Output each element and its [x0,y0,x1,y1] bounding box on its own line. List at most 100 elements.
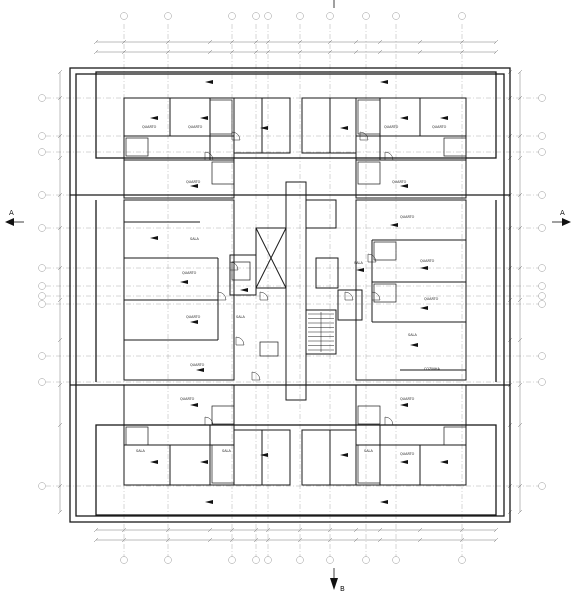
dimension-tick [253,527,259,533]
grid-bubble [362,12,370,20]
room-label-q3: QUARTO [432,125,447,129]
arrow-marker [420,306,428,310]
dimension-tick [229,537,235,543]
arrow-marker [240,288,248,292]
dimension-tick [353,49,359,55]
room-label-cz: COZINHA [424,367,440,371]
dimension-tick [493,527,499,533]
door-swing [251,371,261,381]
grid-bubble [264,12,272,20]
grid-bubble [120,556,128,564]
dimension-tick [459,49,465,55]
room-label-s5: SALA [136,449,146,453]
dimension-tick [57,265,63,271]
arrow-marker [380,80,388,84]
grid-bubble [296,12,304,20]
dimension-tick [377,527,383,533]
bathroom [125,426,149,446]
dimension-tick [377,537,383,543]
room-label-s4: SALA [408,333,418,337]
grid-bubble [392,12,400,20]
arrow-marker [400,403,408,407]
door-swings [204,131,394,426]
middle-left-units [123,199,235,381]
dimension-tick [57,155,63,161]
door-swing [384,416,394,426]
grid-bubble [38,352,46,360]
arrow-marker [340,453,348,457]
room-label-q8: QUARTO [420,259,435,263]
grid-bubble [538,282,546,290]
dimension-tick [517,265,523,271]
room-label-s3: SALA [354,261,364,265]
dimension-tick [517,155,523,161]
dimension-tick [253,537,259,543]
room-label-q11: QUARTO [186,315,201,319]
door-swing [371,291,381,301]
grid-bubble [38,378,46,386]
door-swing [384,151,394,161]
dimension-tick [165,527,171,533]
room-label-q13: QUARTO [180,397,195,401]
door-swing [235,336,245,346]
dimension-tick [265,49,271,55]
grid-bubble [538,300,546,308]
door-swing [231,131,241,141]
grid-bubble [38,132,46,140]
arrow-marker [190,403,198,407]
dimension-tick [297,39,303,45]
bathroom [357,444,381,484]
bathroom [259,341,279,357]
arrow-marker [205,500,213,504]
grid-bubbles [38,12,546,564]
room-markers [150,80,448,504]
dimension-tick [517,509,523,515]
grid-bubble [38,94,46,102]
dimension-tick [353,39,359,45]
dimension-tick [517,95,523,101]
arrow-marker [400,460,408,464]
grid-bubble [538,378,546,386]
dimension-tick [121,537,127,543]
grid-bubble [538,264,546,272]
arrow-marker [180,280,188,284]
grid-bubble [228,12,236,20]
dimension-tick [493,39,499,45]
grid-bubble [252,556,260,564]
arrow-marker [420,266,428,270]
dimension-tick [327,39,333,45]
dimension-tick [121,527,127,533]
room-label-s2: SALA [236,315,246,319]
grid-bubble [538,191,546,199]
dimension-tick [93,49,99,55]
grid-bubble [164,556,172,564]
dimension-tick [253,39,259,45]
dimension-tick [417,537,423,543]
grid-bubble [38,482,46,490]
dimension-tick [297,49,303,55]
dimension-tick [459,537,465,543]
grid-bubble [392,556,400,564]
bathroom [373,283,397,303]
arrow-marker [440,460,448,464]
dimension-tick [57,382,63,388]
dimension-tick [121,49,127,55]
dimension-tick [57,483,63,489]
grid-bubble [538,224,546,232]
arrow-marker [260,453,268,457]
door-swing [367,253,377,263]
grid-bubble [228,556,236,564]
dimension-tick [93,537,99,543]
door-swing [204,416,214,426]
room-label-q10: QUARTO [182,271,197,275]
grid-bubble [38,300,46,308]
room-label-q7: QUARTO [400,215,415,219]
bathroom [443,426,467,446]
dimension-tick [517,192,523,198]
dimension-tick [57,133,63,139]
bathroom [357,99,381,135]
door-swing [259,291,269,301]
dimension-tick [265,537,271,543]
grid-bubble [164,12,172,20]
